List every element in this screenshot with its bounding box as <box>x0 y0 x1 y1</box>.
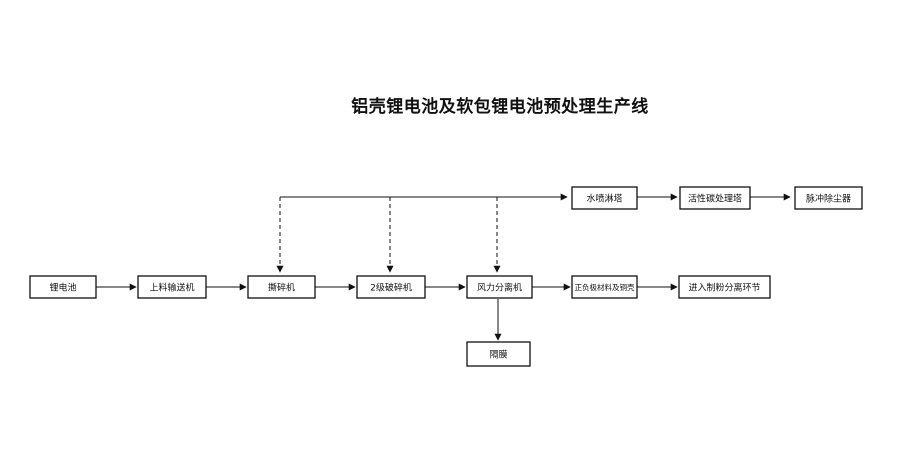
node-electrode: 正负极材料及铜壳 <box>571 275 638 299</box>
node-feeder-label: 上料输送机 <box>149 282 194 294</box>
node-crusher2: 2级破碎机 <box>356 275 426 299</box>
node-milling-label: 进入制粉分离环节 <box>688 282 760 294</box>
diagram-title: 铝壳锂电池及软包锂电池预处理生产线 <box>351 97 649 117</box>
node-dust: 脉冲除尘器 <box>794 186 863 210</box>
node-crusher2-label: 2级破碎机 <box>370 282 412 294</box>
node-spray-label: 水喷淋塔 <box>586 193 622 205</box>
node-shredder: 撕碎机 <box>247 275 316 299</box>
node-membrane-label: 隔膜 <box>489 350 507 361</box>
node-battery: 锂电池 <box>29 275 97 299</box>
node-feeder: 上料输送机 <box>137 275 207 299</box>
node-separator-label: 风力分离机 <box>477 282 522 294</box>
node-electrode-label: 正负极材料及铜壳 <box>575 282 635 292</box>
node-spray: 水喷淋塔 <box>571 186 638 210</box>
node-separator: 风力分离机 <box>466 275 533 299</box>
node-battery-label: 锂电池 <box>49 282 76 294</box>
node-shredder-label: 撕碎机 <box>268 282 295 294</box>
node-carbon: 活性碳处理塔 <box>679 186 751 210</box>
node-membrane: 隔膜 <box>466 341 531 367</box>
node-milling: 进入制粉分离环节 <box>678 275 771 299</box>
node-carbon-label: 活性碳处理塔 <box>688 193 742 205</box>
node-dust-label: 脉冲除尘器 <box>806 193 851 205</box>
